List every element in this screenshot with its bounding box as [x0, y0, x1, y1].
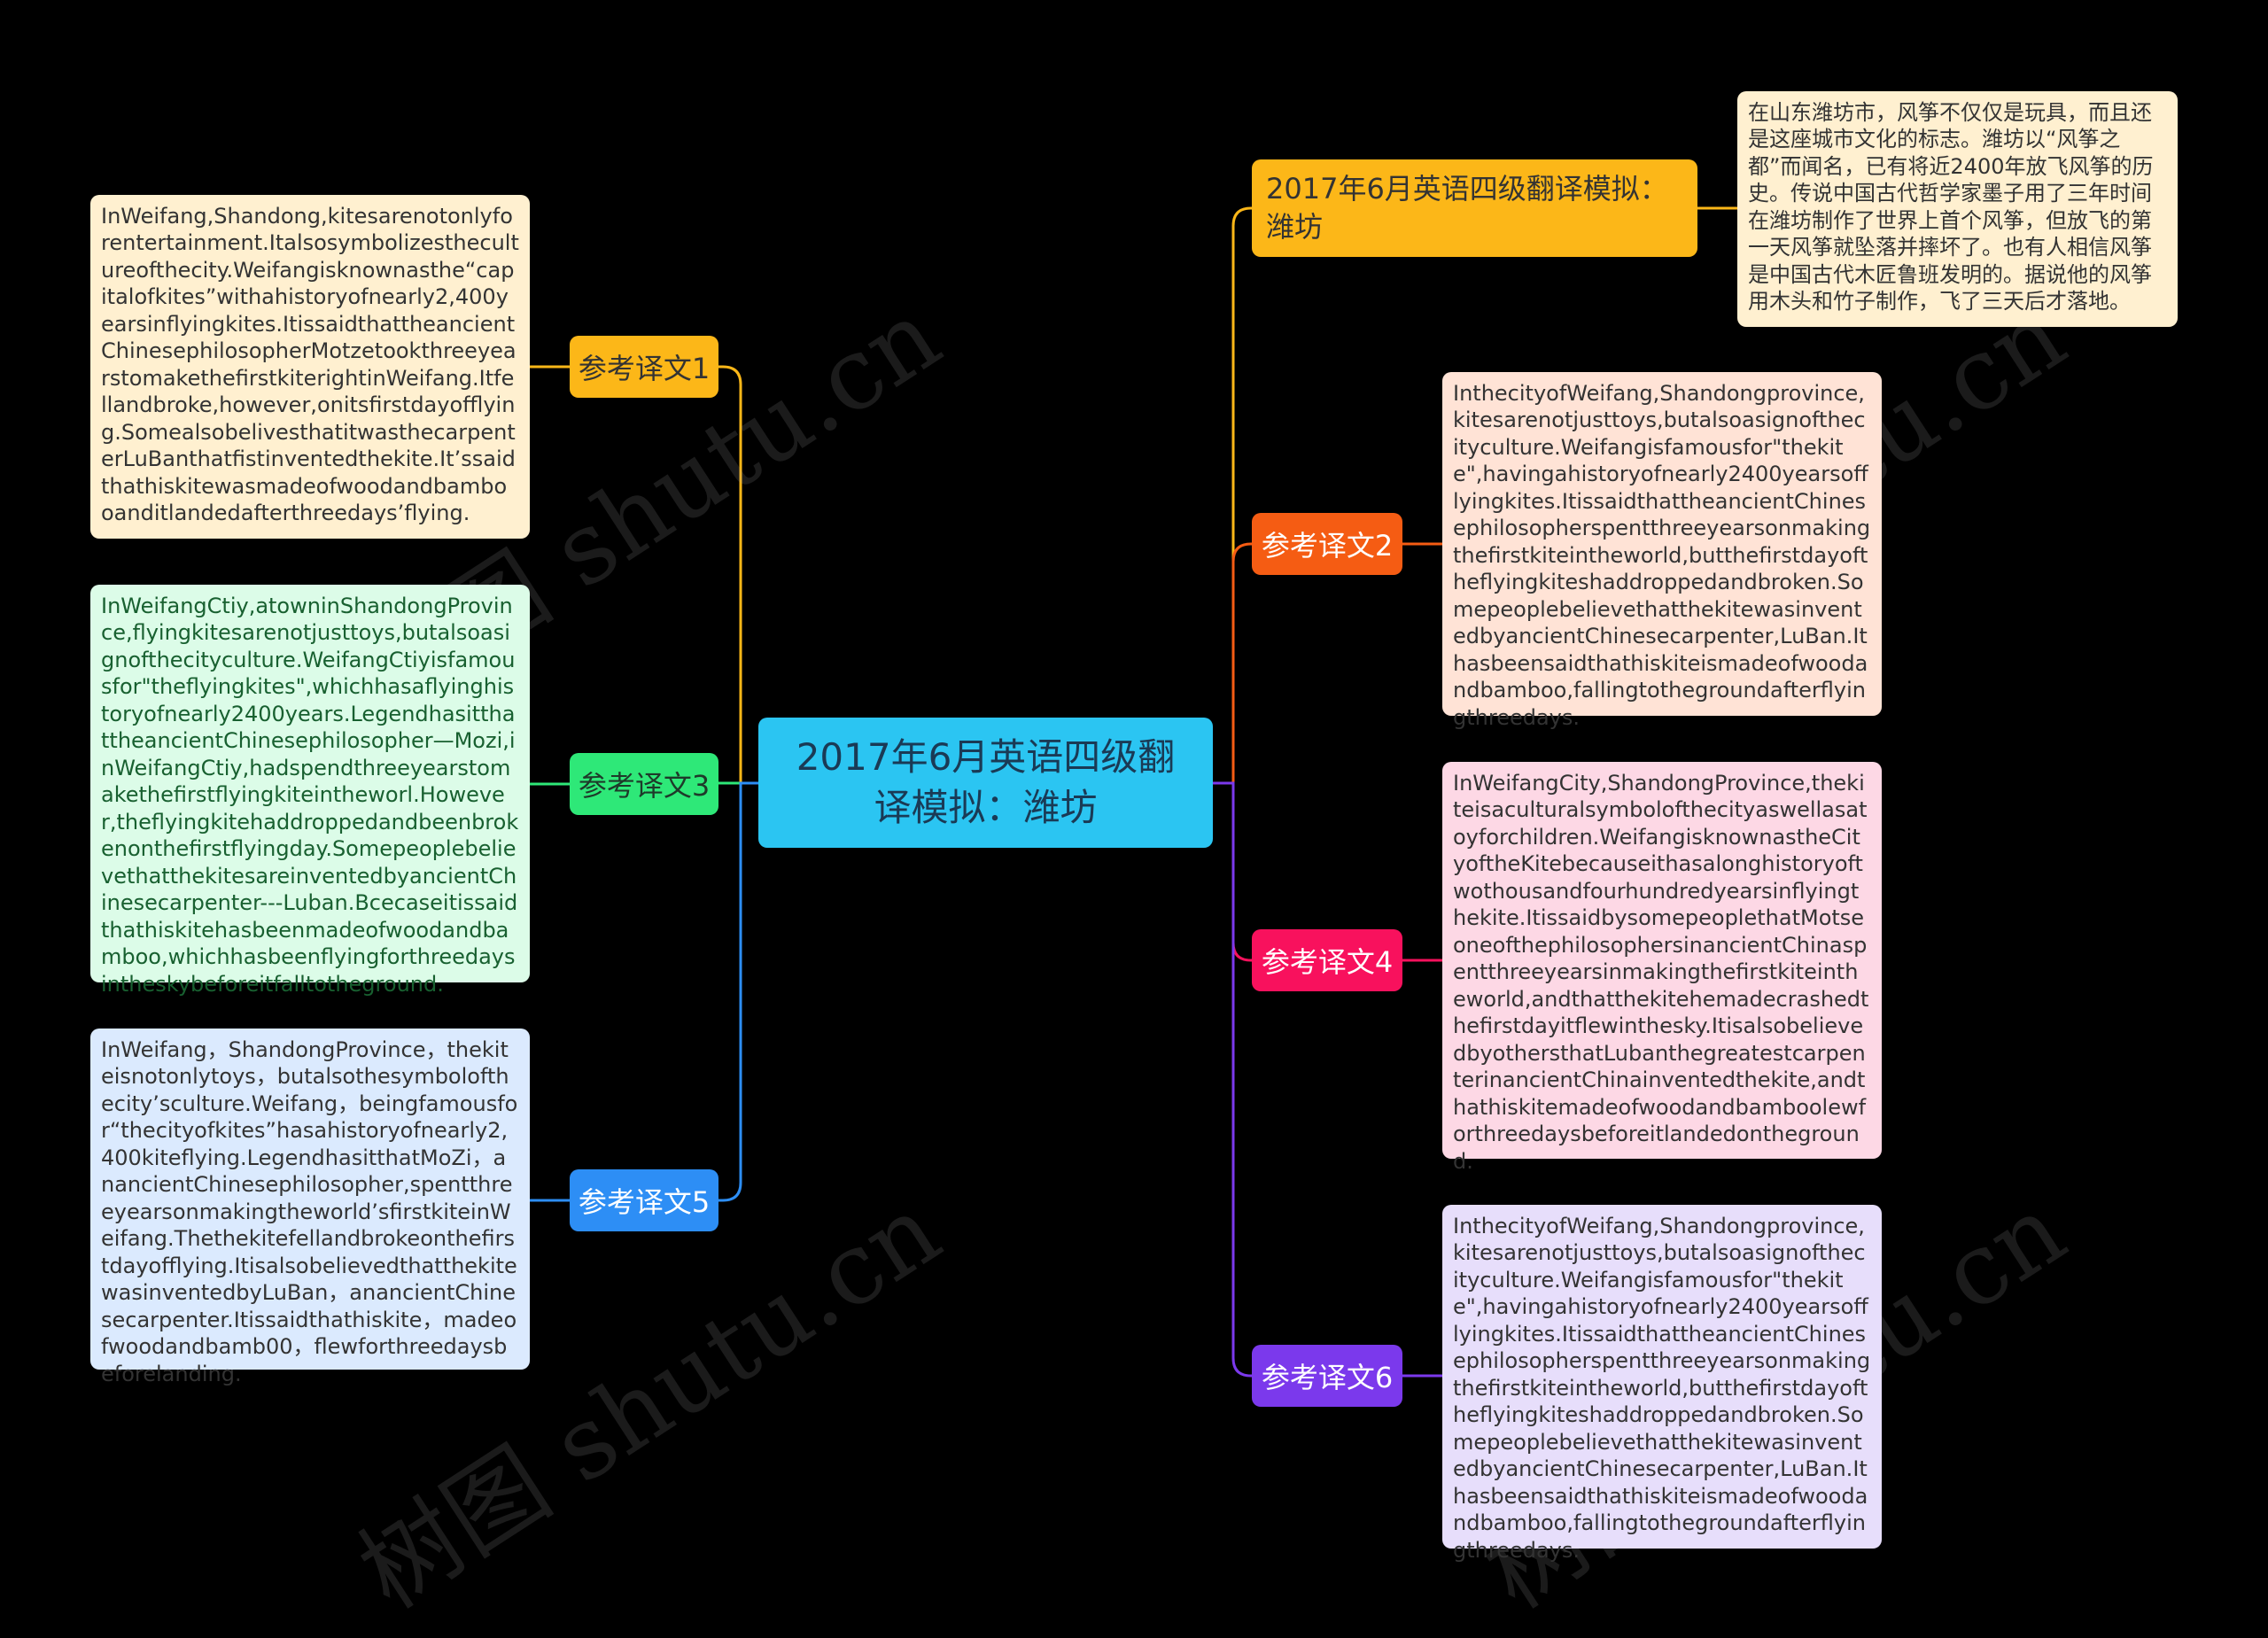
branch-translation-2[interactable]: 参考译文2 [1252, 513, 1402, 575]
branch-translation-5[interactable]: 参考译文5 [570, 1169, 718, 1231]
leaf-translation-2-text[interactable]: InthecityofWeifang,Shandongprovince,kite… [1442, 372, 1882, 730]
link-root-b0 [1213, 206, 1252, 785]
branch-original-chinese[interactable]: 2017年6月英语四级翻译模拟：潍坊 [1252, 159, 1697, 257]
link-root-b6 [1213, 781, 1252, 1378]
leaf-translation-6-text[interactable]: InthecityofWeifang,Shandongprovince,kite… [1442, 1205, 1882, 1563]
leaf-original-chinese-text[interactable]: 在山东潍坊市，风筝不仅仅是玩具，而且还是这座城市文化的标志。潍坊以“风筝之都”而… [1737, 91, 2178, 327]
leaf-translation-1-text[interactable]: InWeifang,Shandong,kitesarenotonlyforent… [90, 195, 530, 539]
link-root-b2 [1213, 542, 1252, 785]
branch-translation-3[interactable]: 参考译文3 [570, 753, 718, 815]
link-root-b5 [718, 781, 758, 1202]
leaf-translation-5-text[interactable]: InWeifang，ShandongProvince，thekiteisnoto… [90, 1029, 530, 1386]
root-topic[interactable]: 2017年6月英语四级翻译模拟：潍坊 [758, 718, 1213, 848]
leaf-translation-3-text[interactable]: InWeifangCtiy,atowninShandongProvince,fl… [90, 585, 530, 997]
branch-translation-1[interactable]: 参考译文1 [570, 336, 718, 398]
branch-translation-6[interactable]: 参考译文6 [1252, 1345, 1402, 1407]
branch-translation-4[interactable]: 参考译文4 [1252, 929, 1402, 991]
leaf-translation-4-text[interactable]: InWeifangCity,ShandongProvince,thekiteis… [1442, 762, 1882, 1174]
